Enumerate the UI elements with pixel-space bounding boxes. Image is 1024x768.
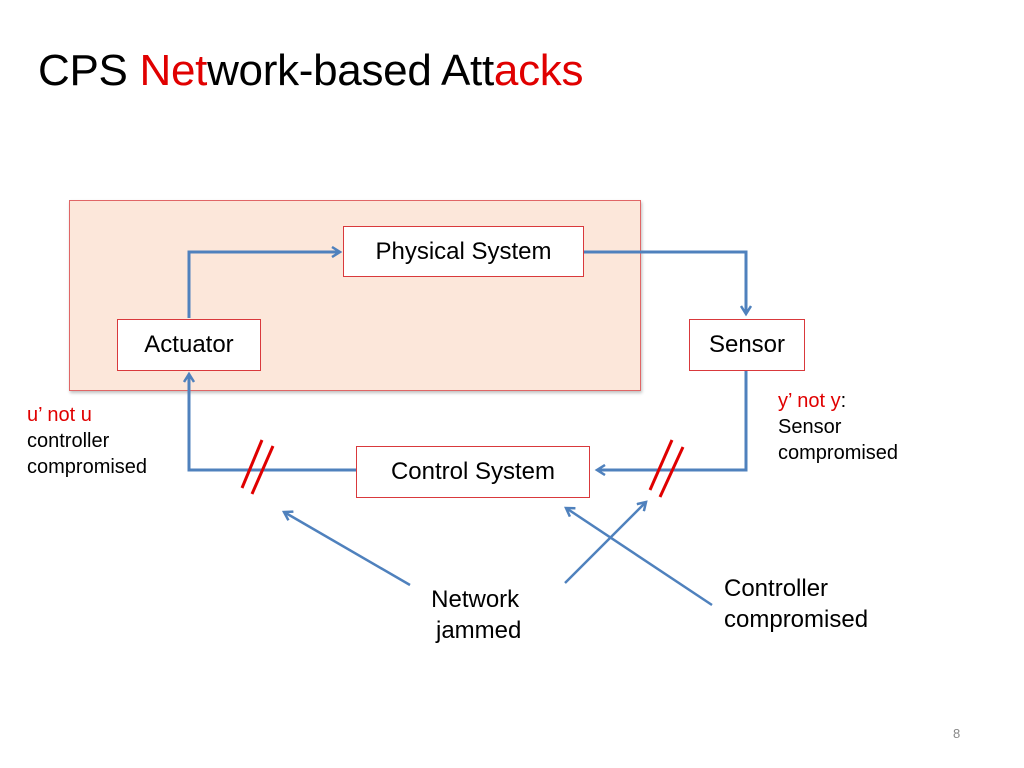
controller-compromised-annotation: Controller compromised — [724, 573, 868, 635]
title-part-3: work-based Att — [207, 46, 494, 95]
network-jammed-line2: jammed — [436, 617, 522, 644]
sensor-side-annotation: y’ not y: Sensor compromised — [778, 388, 898, 466]
jam-mark-right-2 — [658, 446, 685, 498]
title-part-4: acks — [493, 46, 584, 95]
controller-compromised-line2: compromised — [724, 606, 869, 633]
controller-compromised-line1: Controller — [724, 575, 829, 602]
sensor-label: Sensor — [708, 331, 786, 358]
control-system-label: Control System — [390, 458, 556, 485]
arrow-control-to-actuator — [189, 374, 356, 472]
network-jammed-line1: Network — [431, 586, 520, 613]
jam-mark-right-1 — [648, 439, 674, 491]
controller-side-annotation: u’ not u controller compromised — [27, 402, 147, 480]
arrow-physical-to-sensor — [584, 250, 746, 314]
network-jammed-annotation: Network jammed — [429, 584, 521, 646]
arrow-jam-right — [564, 502, 646, 584]
controller-side-line2: controller — [27, 430, 110, 452]
controller-side-line3: compromised — [27, 456, 148, 478]
physical-system-label: Physical System — [375, 237, 552, 265]
arrow-jam-left — [284, 512, 411, 587]
jam-mark-left-1 — [240, 439, 264, 489]
arrow-sensor-to-control — [597, 371, 748, 470]
y-prime-text: y’ not y — [778, 390, 841, 412]
sensor-node: Sensor — [689, 319, 805, 371]
physical-system-node: Physical System — [343, 226, 584, 277]
y-prime-colon: : — [840, 390, 847, 412]
u-prime-text: u’ not u — [27, 404, 92, 426]
control-system-node: Control System — [356, 446, 590, 498]
arrow-actuator-to-physical — [187, 252, 340, 318]
sensor-side-line3: compromised — [778, 442, 899, 464]
arrow-controller-compromised — [566, 508, 713, 607]
jam-mark-left-2 — [250, 445, 275, 495]
page-number: 8 — [953, 726, 961, 741]
title-part-1: CPS — [38, 46, 140, 95]
actuator-node: Actuator — [117, 319, 261, 371]
title-part-2: Net — [139, 46, 208, 95]
sensor-side-line2: Sensor — [778, 416, 842, 438]
actuator-label: Actuator — [144, 331, 234, 358]
slide-title: CPS Network-based Attacks — [38, 40, 583, 102]
